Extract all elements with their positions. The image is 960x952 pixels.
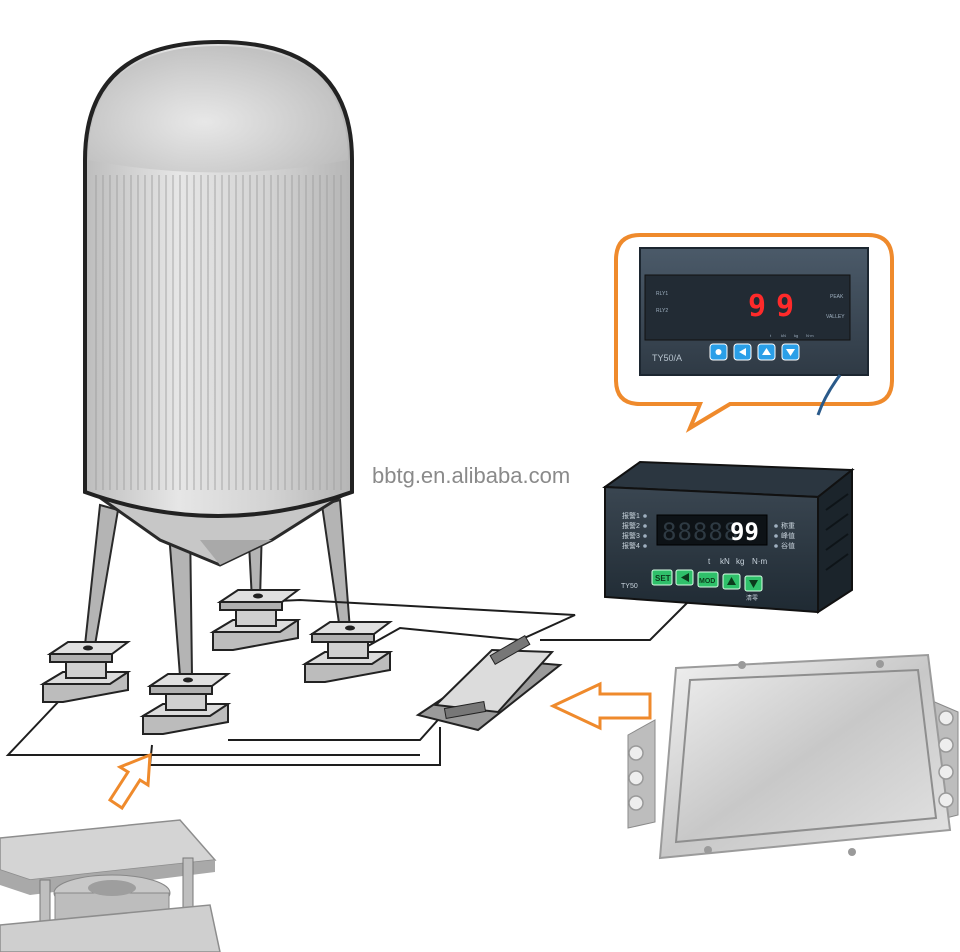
svg-text:kg: kg <box>736 557 744 566</box>
top-relay-label-1: RLY1 <box>656 291 668 297</box>
top-unit-labels: t kN kg N·m <box>770 333 814 338</box>
main-model-label: TY50 <box>621 583 638 590</box>
main-weighing-indicator: 报警1 报警2 报警3 报警4 88888 99 称重 峰值 谷值 t kN k… <box>602 460 855 614</box>
main-led-display: 99 <box>730 518 759 546</box>
svg-text:N·m: N·m <box>806 333 814 338</box>
top-led-display: 99 <box>748 289 804 324</box>
main-key-mod-label: MOD <box>699 578 715 585</box>
top-key-left-icon <box>739 348 746 356</box>
top-peak-label: PEAK <box>830 294 844 300</box>
silo <box>83 39 354 677</box>
main-key-set[interactable] <box>651 569 673 586</box>
load-cell-mount <box>301 621 394 683</box>
main-key-up-icon <box>727 577 736 585</box>
top-key-up-icon <box>762 348 771 355</box>
main-alarm-labels: 报警1 报警2 报警3 报警4 <box>622 511 640 550</box>
stainless-junction-box <box>627 653 959 860</box>
load-cell-mount <box>209 589 302 651</box>
main-sub-label: 清零 <box>746 594 758 602</box>
svg-text:报警2: 报警2 <box>622 521 640 530</box>
top-key-set-icon <box>715 349 722 355</box>
load-cell-mounts <box>39 589 394 735</box>
top-valley-label: VALLEY <box>826 314 845 320</box>
top-relay-label-2: RLY2 <box>656 308 668 314</box>
top-key-down-icon <box>786 349 795 356</box>
arrow-to-junction-box <box>549 681 652 731</box>
main-unit-labels: t kN kg N·m <box>708 557 767 566</box>
top-keypad <box>709 343 800 361</box>
main-keypad: SET MOD <box>651 569 763 592</box>
svg-text:kN: kN <box>720 557 730 566</box>
svg-text:t: t <box>708 557 711 566</box>
svg-text:报警3: 报警3 <box>622 531 640 540</box>
svg-text:峰值: 峰值 <box>781 531 795 540</box>
main-key-down-icon <box>749 580 758 588</box>
svg-text:谷值: 谷值 <box>781 541 795 550</box>
watermark-text: bbtg.en.alibaba.com <box>372 463 570 488</box>
svg-text:报警1: 报警1 <box>622 511 640 520</box>
svg-text:t: t <box>770 333 772 338</box>
svg-text:kN: kN <box>781 333 786 338</box>
main-key-set-label: SET <box>655 574 671 583</box>
top-weighing-indicator: RLY1 RLY2 99 PEAK VALLEY t kN kg N·m TY5… <box>639 247 869 416</box>
svg-text:报警4: 报警4 <box>622 541 640 550</box>
main-mode-labels: 称重 峰值 谷值 <box>781 521 795 550</box>
load-cell-mount <box>39 641 132 703</box>
svg-text:N·m: N·m <box>752 557 767 566</box>
top-model-label: TY50/A <box>652 353 682 363</box>
main-led-dim: 88888 <box>662 518 739 546</box>
arrow-to-load-cell <box>107 752 152 811</box>
load-cell-module-photo <box>0 819 221 952</box>
svg-text:称重: 称重 <box>781 521 795 530</box>
junction-box-schematic <box>415 634 563 732</box>
load-cell-mount <box>139 673 232 735</box>
main-led-window <box>656 514 768 546</box>
svg-text:kg: kg <box>794 333 798 338</box>
main-key-mod[interactable] <box>697 571 719 588</box>
main-key-left-icon <box>681 573 689 582</box>
top-indicator-cable <box>816 374 842 416</box>
